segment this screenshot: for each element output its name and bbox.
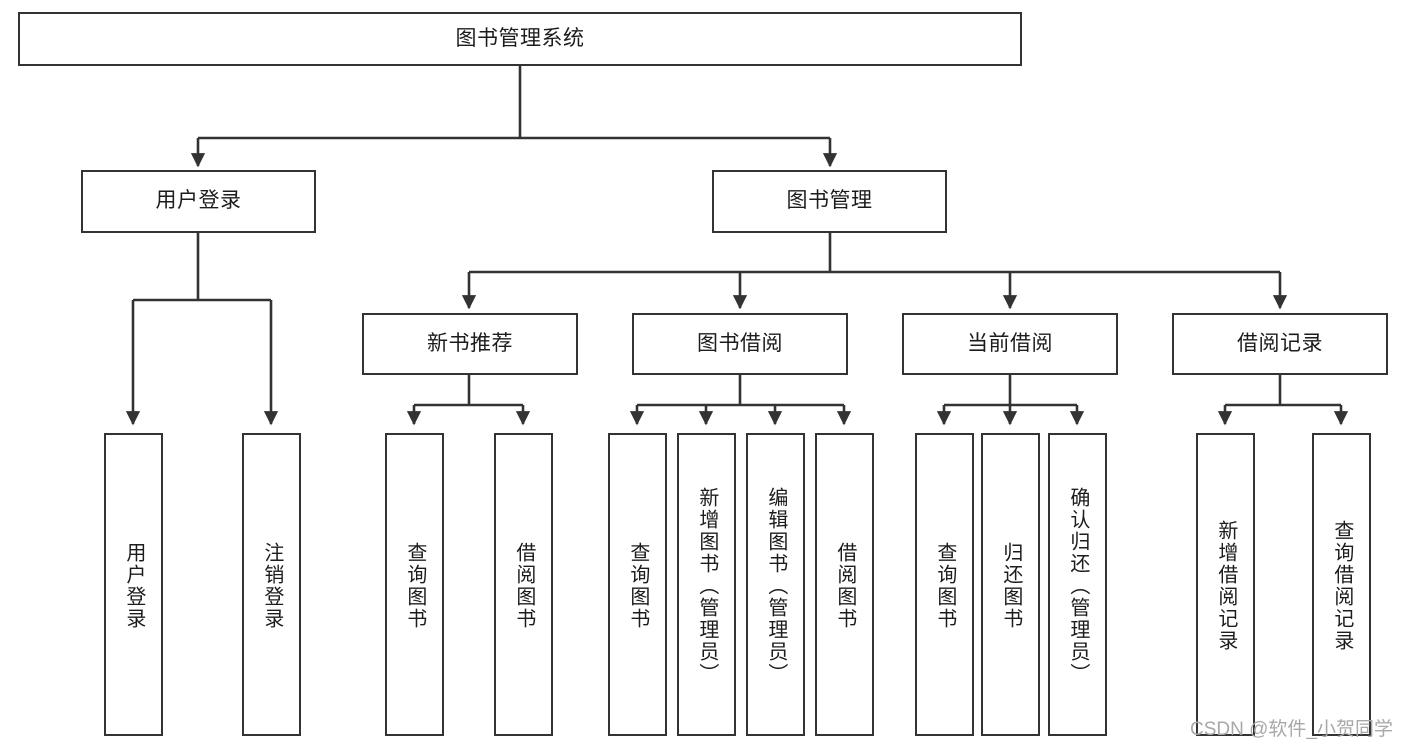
node-leaf-user-login[interactable]: 用户登录 xyxy=(104,433,163,736)
node-leaf-nb-query-book-label: 查询图书 xyxy=(403,541,426,630)
node-leaf-br-query-record-label: 查询借阅记录 xyxy=(1330,519,1353,652)
node-leaf-cb-return-book[interactable]: 归还图书 xyxy=(981,433,1040,736)
node-book-borrow[interactable]: 图书借阅 xyxy=(632,313,848,375)
node-leaf-br-add-record[interactable]: 新增借阅记录 xyxy=(1196,433,1255,736)
node-leaf-bb-add-book-label: 新增图书（管理员） xyxy=(695,486,718,685)
node-root[interactable]: 图书管理系统 xyxy=(18,12,1022,66)
node-leaf-bb-add-book[interactable]: 新增图书（管理员） xyxy=(677,433,736,736)
csdn-watermark: CSDN @软件_小贺同学 xyxy=(1190,719,1393,740)
node-leaf-cb-return-book-label: 归还图书 xyxy=(999,541,1022,630)
node-leaf-nb-borrow-book[interactable]: 借阅图书 xyxy=(494,433,553,736)
node-leaf-bb-query-book[interactable]: 查询图书 xyxy=(608,433,667,736)
node-leaf-cb-confirm-return-label: 确认归还（管理员） xyxy=(1066,486,1089,685)
node-book-borrow-label: 图书借阅 xyxy=(697,331,783,355)
node-new-book-recommend-label: 新书推荐 xyxy=(427,331,513,355)
node-current-borrow-label: 当前借阅 xyxy=(967,331,1053,355)
node-new-book-recommend[interactable]: 新书推荐 xyxy=(362,313,578,375)
node-leaf-bb-query-book-label: 查询图书 xyxy=(626,541,649,630)
node-book-management-label: 图书管理 xyxy=(786,189,873,213)
node-leaf-user-login-label: 用户登录 xyxy=(122,541,145,630)
node-book-management[interactable]: 图书管理 xyxy=(712,170,947,233)
node-user-login-label: 用户登录 xyxy=(155,189,242,213)
node-root-label: 图书管理系统 xyxy=(455,26,585,50)
node-leaf-cb-query-book-label: 查询图书 xyxy=(933,541,956,630)
node-leaf-bb-edit-book-label: 编辑图书（管理员） xyxy=(764,486,787,685)
node-leaf-bb-borrow-book[interactable]: 借阅图书 xyxy=(815,433,874,736)
node-leaf-nb-borrow-book-label: 借阅图书 xyxy=(512,541,535,630)
node-leaf-logout[interactable]: 注销登录 xyxy=(242,433,301,736)
node-leaf-logout-label: 注销登录 xyxy=(260,541,283,630)
node-user-login[interactable]: 用户登录 xyxy=(81,170,316,233)
node-borrow-record[interactable]: 借阅记录 xyxy=(1172,313,1388,375)
node-leaf-bb-borrow-book-label: 借阅图书 xyxy=(833,541,856,630)
node-leaf-cb-query-book[interactable]: 查询图书 xyxy=(915,433,974,736)
node-borrow-record-label: 借阅记录 xyxy=(1237,331,1323,355)
node-leaf-br-query-record[interactable]: 查询借阅记录 xyxy=(1312,433,1371,736)
node-current-borrow[interactable]: 当前借阅 xyxy=(902,313,1118,375)
node-leaf-cb-confirm-return[interactable]: 确认归还（管理员） xyxy=(1048,433,1107,736)
node-leaf-bb-edit-book[interactable]: 编辑图书（管理员） xyxy=(746,433,805,736)
node-leaf-nb-query-book[interactable]: 查询图书 xyxy=(385,433,444,736)
node-leaf-br-add-record-label: 新增借阅记录 xyxy=(1214,519,1237,652)
